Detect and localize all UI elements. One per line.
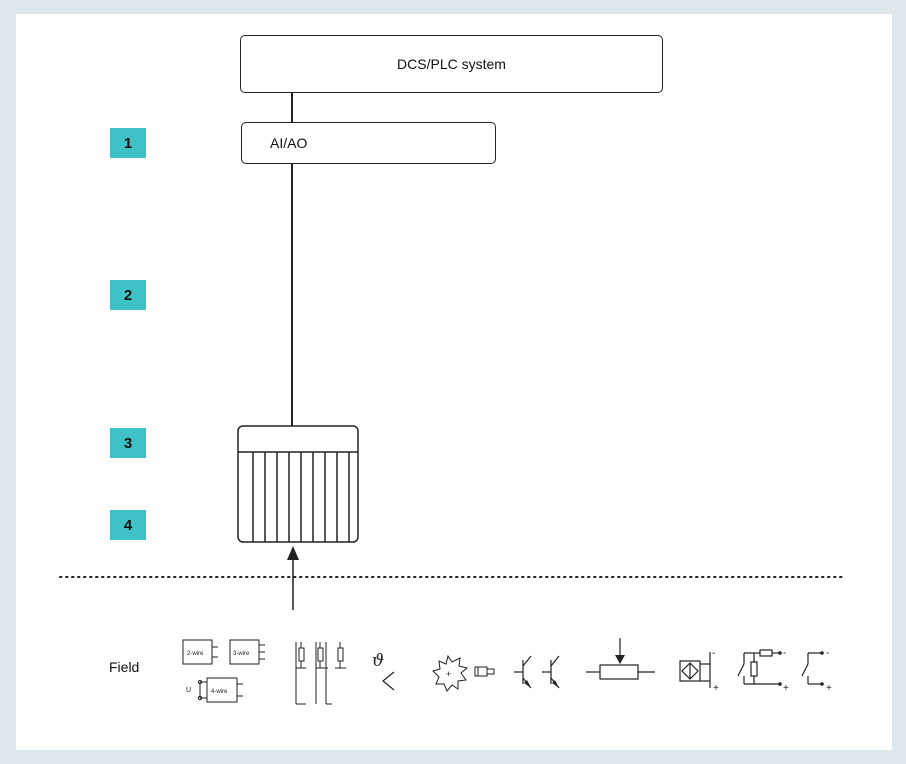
photocell-icon (432, 654, 469, 692)
simple-switch-top-terminal (820, 651, 824, 655)
rtd-sensor-icons (295, 642, 346, 705)
photocell-plus-label: + (446, 669, 451, 679)
two-wire-label: 2-wire (187, 651, 204, 657)
aiao-to-io-connector (291, 164, 293, 426)
field-label: Field (109, 659, 140, 675)
marker-4: 4 (110, 510, 146, 540)
marker-3: 3 (110, 428, 146, 458)
transmitter-icons (182, 639, 265, 703)
transistor-icons (514, 655, 560, 689)
simple-switch-bottom-terminal (820, 682, 824, 686)
inductive-minus-label: - (712, 648, 715, 659)
dcs-plc-system-box: DCS/PLC system (240, 35, 663, 93)
field-signal-arrow (287, 546, 299, 610)
switch-resistors-plus-label: + (783, 683, 789, 694)
transistor-2-emitter-arrow (552, 680, 559, 688)
potentiometer-icon (586, 638, 655, 680)
theta-temperature-symbol: ϑ (372, 651, 384, 671)
dcs-plc-system-label: DCS/PLC system (397, 56, 506, 72)
three-wire-label: 3-wire (233, 651, 250, 657)
thermocouple-icon (382, 671, 395, 691)
simple-switch-icon (801, 652, 822, 685)
proximity-sensor-icon (474, 666, 495, 677)
inductive-sensor-icon (679, 652, 711, 688)
switch-with-resistors-icon (737, 649, 780, 685)
ai-ao-box: AI/AO (241, 122, 496, 164)
simple-switch-plus-label: + (826, 683, 832, 694)
io-module (237, 425, 359, 543)
dcs-to-aiao-connector (291, 93, 293, 122)
inductive-plus-label: + (713, 683, 719, 694)
marker-1: 1 (110, 128, 146, 158)
switch-resistors-bottom-terminal (778, 682, 782, 686)
switch-resistors-minus-label: - (783, 648, 786, 659)
transistor-1-emitter-arrow (524, 680, 531, 688)
ai-ao-label: AI/AO (270, 135, 308, 151)
simple-switch-minus-label: - (826, 648, 829, 659)
marker-2: 2 (110, 280, 146, 310)
supply-voltage-label: U (186, 687, 191, 694)
switch-resistors-top-terminal (778, 651, 782, 655)
four-wire-label: 4-wire (211, 689, 228, 695)
